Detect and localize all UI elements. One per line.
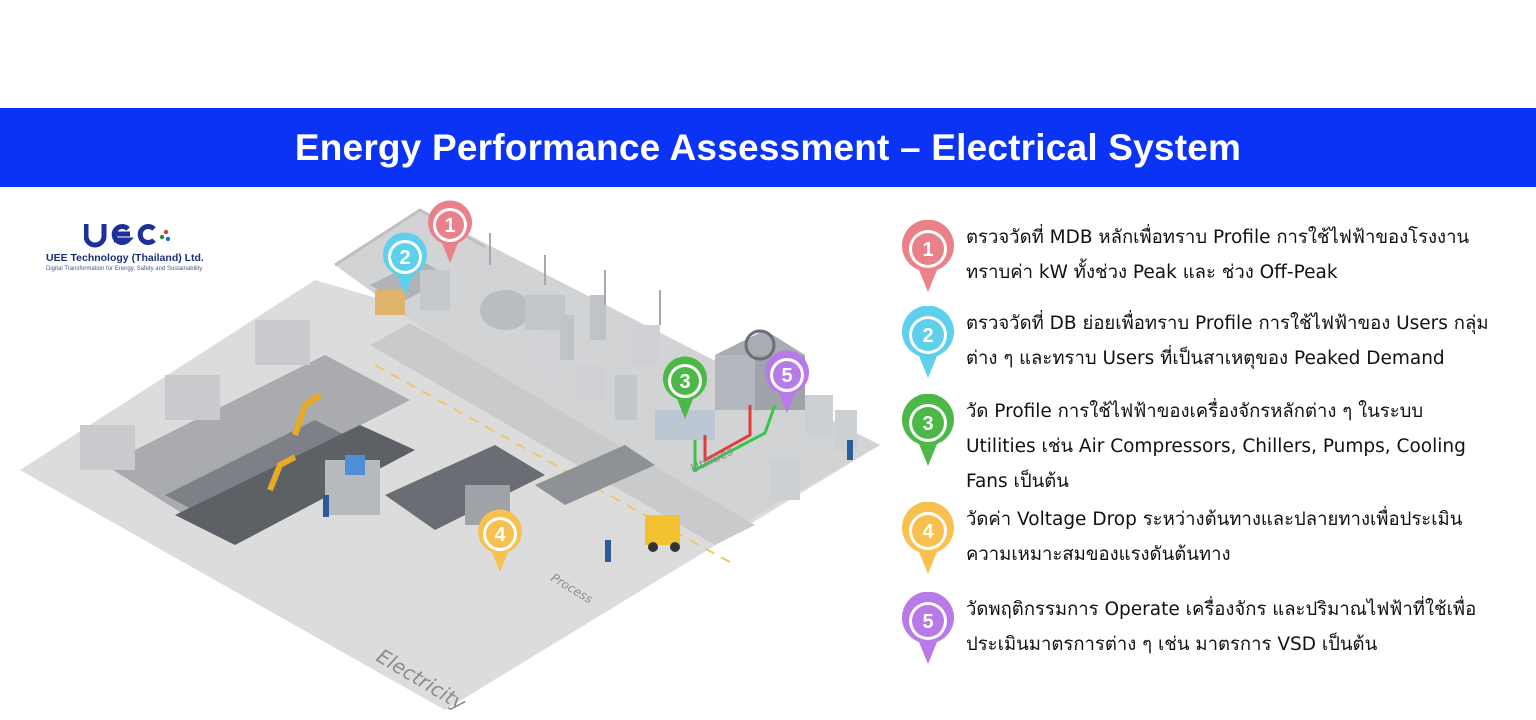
legend-4-text: วัดค่า Voltage Drop ระหว่างต้นทางและปลาย… bbox=[966, 502, 1521, 572]
legend-1-line-2: ทราบค่า kW ทั้งช่วง Peak และ ช่วง Off-Pe… bbox=[966, 262, 1338, 283]
legend-2-text: ตรวจวัดที่ DB ย่อยเพื่อทราบ Profile การใ… bbox=[966, 306, 1521, 376]
legend-3-line-2: Utilities เช่น Air Compressors, Chillers… bbox=[966, 436, 1466, 457]
floor-upper-area bbox=[335, 210, 880, 540]
map-marker-1: 1 bbox=[428, 200, 472, 263]
legend: 1 ตรวจวัดที่ MDB หลักเพื่อทราบ Profile ก… bbox=[900, 0, 1536, 720]
legend-5-line-2: ประเมินมาตรการต่าง ๆ เช่น มาตรการ VSD เป… bbox=[966, 634, 1378, 655]
map-marker-5: 5 bbox=[765, 350, 809, 413]
legend-3-line-3: Fans เป็นต้น bbox=[966, 471, 1069, 492]
legend-pin-4-icon: 4 bbox=[902, 502, 954, 574]
legend-1-line-1: ตรวจวัดที่ MDB หลักเพื่อทราบ Profile การ… bbox=[966, 227, 1470, 248]
marker-1-number: 1 bbox=[444, 215, 455, 237]
legend-5-line-1: วัดพฤติกรรมการ Operate เครื่องจักร และปร… bbox=[966, 599, 1477, 620]
legend-pin-3-icon: 3 bbox=[902, 394, 954, 466]
legend-5-number: 5 bbox=[922, 611, 933, 633]
map-marker-2: 2 bbox=[383, 232, 427, 295]
uee-logo-mark bbox=[84, 224, 171, 248]
legend-1-text: ตรวจวัดที่ MDB หลักเพื่อทราบ Profile การ… bbox=[966, 220, 1521, 290]
legend-2-number: 2 bbox=[922, 325, 933, 347]
marker-3-number: 3 bbox=[679, 371, 690, 393]
utility-poles bbox=[489, 233, 661, 325]
legend-2-line-2: ต่าง ๆ และทราบ Users ที่เป็นสาเหตุของ Pe… bbox=[966, 348, 1445, 369]
legend-2-line-1: ตรวจวัดที่ DB ย่อยเพื่อทราบ Profile การใ… bbox=[966, 313, 1489, 334]
legend-pin-2-icon: 2 bbox=[902, 306, 954, 378]
map-marker-4: 4 bbox=[478, 509, 522, 572]
factory-illustration: Electricity Process Utilities 1 2 3 4 5 bbox=[20, 200, 880, 715]
legend-3-text: วัด Profile การใช้ไฟฟ้าของเครื่องจักรหลั… bbox=[966, 394, 1521, 499]
page-title: Energy Performance Assessment – Electric… bbox=[294, 126, 1242, 168]
map-marker-3: 3 bbox=[663, 356, 707, 419]
title-bar: Energy Performance Assessment – Electric… bbox=[0, 108, 1536, 187]
floor-walkway bbox=[370, 323, 755, 545]
legend-3-number: 3 bbox=[922, 413, 933, 435]
logo-company-name: UEE Technology (Thailand) Ltd. bbox=[46, 252, 204, 264]
production-line bbox=[80, 320, 680, 562]
legend-pin-5-icon: 5 bbox=[902, 592, 954, 664]
company-logo: UEE Technology (Thailand) Ltd. Digital T… bbox=[44, 220, 224, 280]
legend-4-number: 4 bbox=[922, 521, 934, 543]
legend-1-number: 1 bbox=[922, 239, 933, 261]
utilities-equipment bbox=[480, 290, 857, 500]
legend-4-line-1: วัดค่า Voltage Drop ระหว่างต้นทางและปลาย… bbox=[966, 509, 1463, 530]
legend-5-text: วัดพฤติกรรมการ Operate เครื่องจักร และปร… bbox=[966, 592, 1521, 662]
marker-2-number: 2 bbox=[399, 247, 410, 269]
marker-4-number: 4 bbox=[494, 524, 506, 546]
legend-4-line-2: ความเหมาะสมของแรงดันต้นทาง bbox=[966, 544, 1231, 565]
legend-pin-1-icon: 1 bbox=[902, 220, 954, 292]
marker-5-number: 5 bbox=[781, 365, 792, 387]
legend-3-line-1: วัด Profile การใช้ไฟฟ้าของเครื่องจักรหลั… bbox=[966, 401, 1424, 422]
logo-tagline: Digital Transformation for Energy, Safet… bbox=[46, 266, 203, 272]
